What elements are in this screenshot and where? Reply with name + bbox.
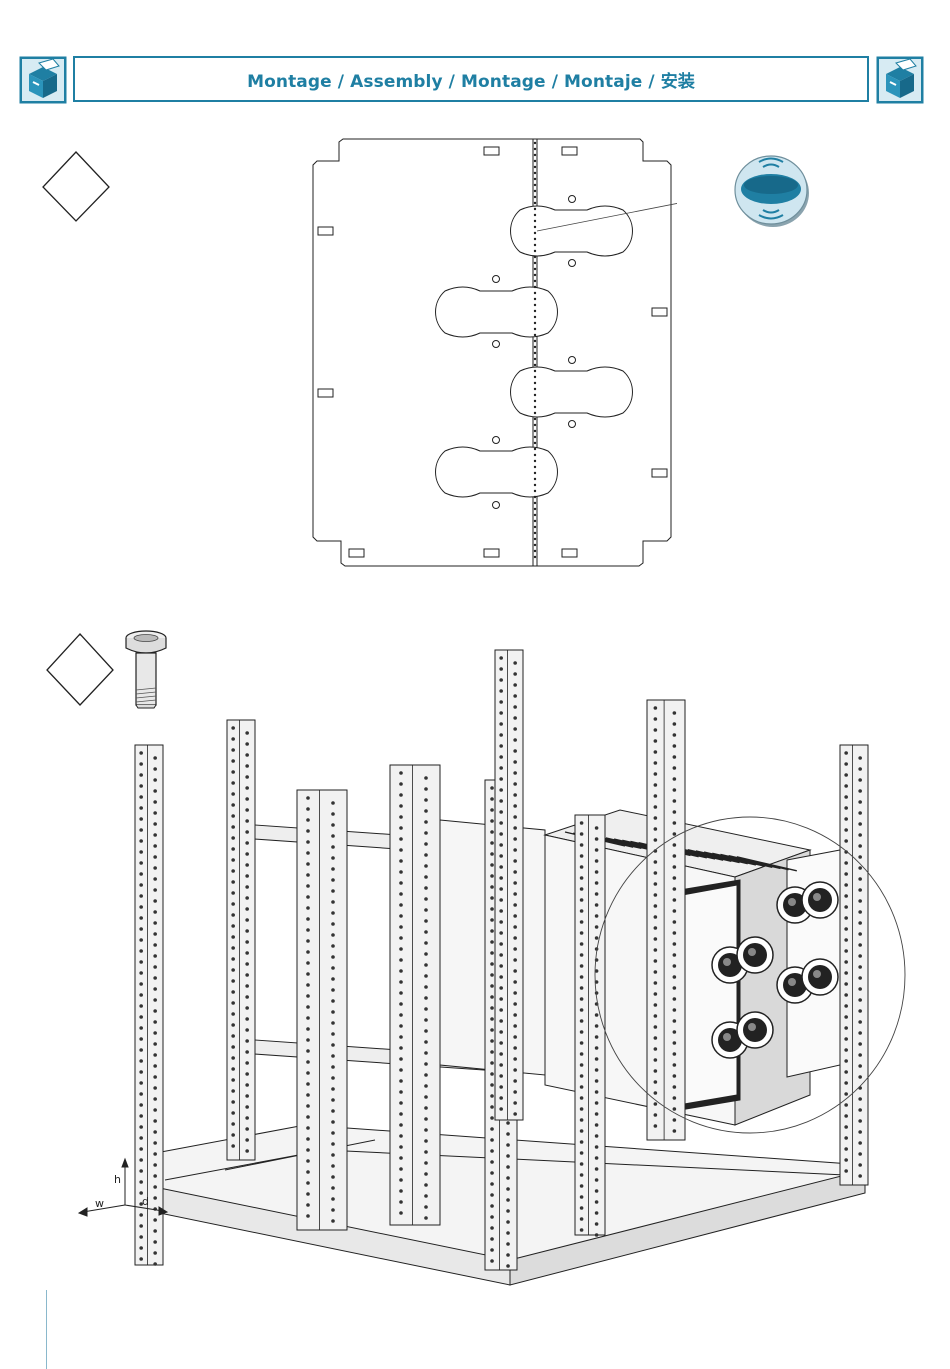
step-1-diamond <box>40 150 112 228</box>
page-margin-rule <box>46 1290 47 1369</box>
axis-label-w: w <box>95 1197 104 1210</box>
title-bar: Montage / Assembly / Montage / Montaje /… <box>73 56 869 102</box>
axis-label-h: h <box>114 1173 121 1186</box>
grommet-detail-icon <box>725 147 817 235</box>
assembly-box-icon <box>876 56 924 104</box>
page-title: Montage / Assembly / Montage / Montaje /… <box>247 67 695 92</box>
cabinet-frame-figure: h w d <box>75 645 915 1294</box>
assembly-box-icon <box>19 56 67 104</box>
partition-plate-figure <box>305 135 677 575</box>
axis-label-d: d <box>142 1195 149 1208</box>
